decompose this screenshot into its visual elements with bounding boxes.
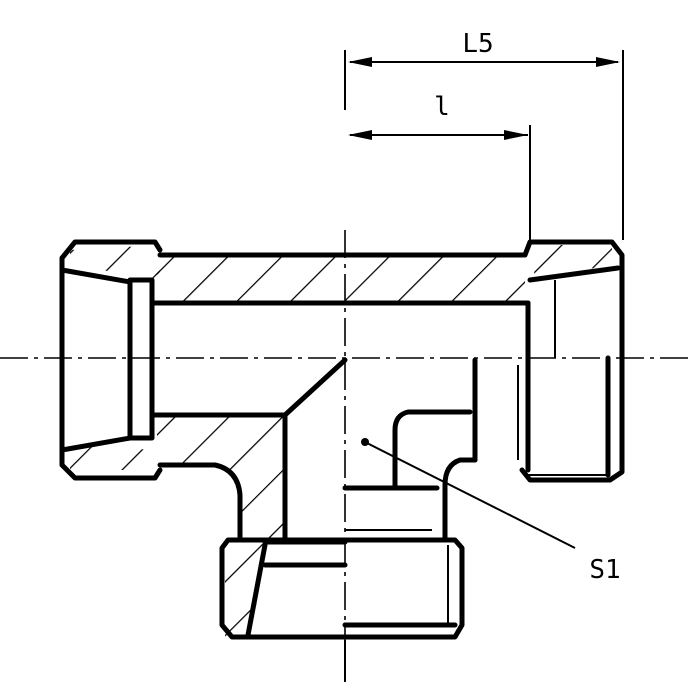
center-lines [0,230,690,682]
dimension-l: l [348,92,531,245]
label-s1: S1 [589,555,620,585]
label-l: l [434,92,450,122]
dimension-l5: L5 [344,29,624,240]
body-outline [59,239,625,640]
callout-s1: S1 [361,438,621,585]
label-l5: L5 [462,29,493,59]
hatched-sections [70,245,612,665]
